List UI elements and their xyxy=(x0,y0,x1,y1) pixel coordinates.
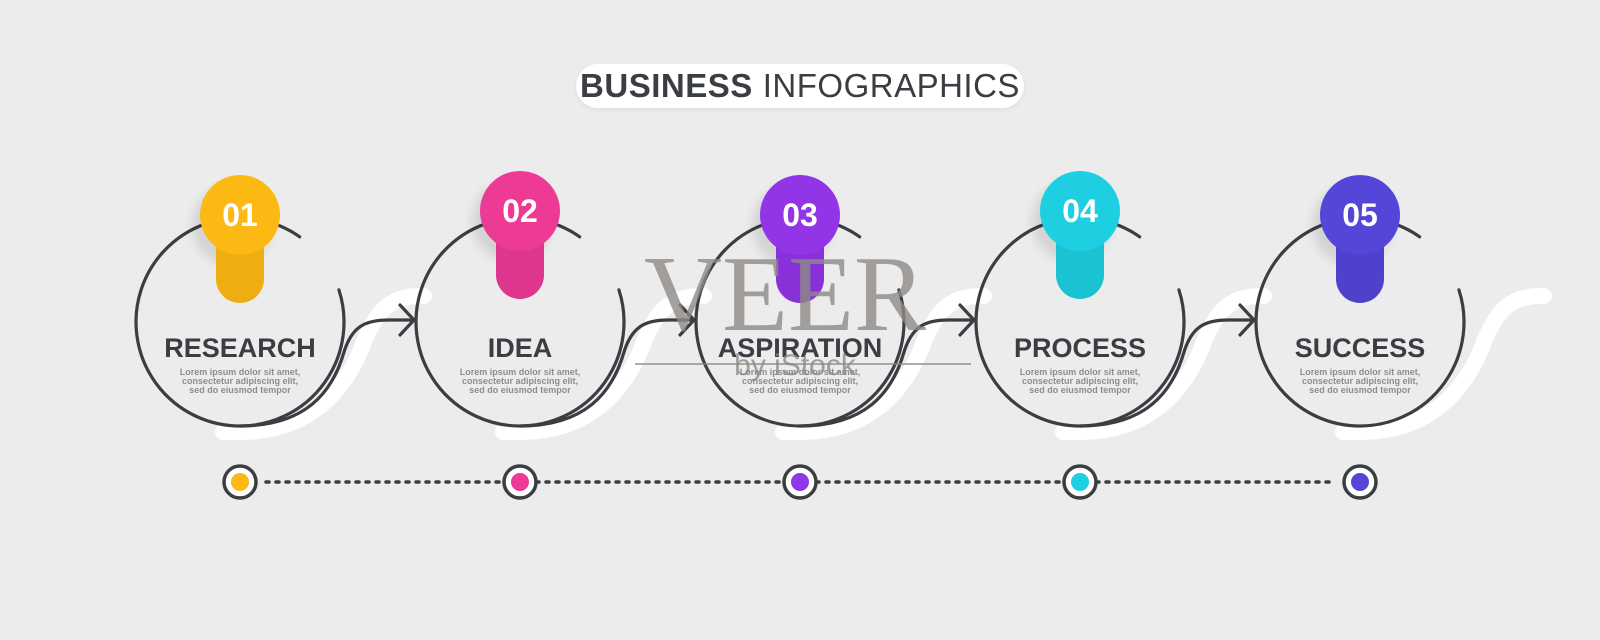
arrow-head-icon xyxy=(1238,303,1256,337)
arrow-head-icon xyxy=(678,303,696,337)
step-description-line: consectetur adipiscing elit, xyxy=(1022,376,1138,386)
step-description-line: consectetur adipiscing elit, xyxy=(182,376,298,386)
timeline xyxy=(222,464,1378,500)
step-description-line: sed do eiusmod tempor xyxy=(189,385,291,395)
title-bold: BUSINESS xyxy=(580,67,753,104)
step-title: RESEARCH xyxy=(164,333,316,363)
connector-arrow xyxy=(1078,318,1256,428)
step-number: 04 xyxy=(1062,193,1098,229)
watermark-rule xyxy=(635,363,971,365)
step-title: SUCCESS xyxy=(1295,333,1426,363)
step-description-line: Lorem ipsum dolor sit amet, xyxy=(180,367,301,377)
swirl-highlight xyxy=(1335,288,1552,440)
step-description-line: Lorem ipsum dolor sit amet, xyxy=(740,367,861,377)
swirl-highlight-layer xyxy=(215,288,1552,440)
step-description-line: sed do eiusmod tempor xyxy=(1029,385,1131,395)
step-number: 02 xyxy=(502,193,538,229)
watermark: VEER by iStock xyxy=(635,235,971,382)
badge-layer: 01 02 03 04 05 xyxy=(192,171,1400,303)
badge-disc xyxy=(1320,175,1400,255)
timeline-dot xyxy=(231,473,249,491)
badge-disc xyxy=(480,171,560,251)
step-description-line: Lorem ipsum dolor sit amet, xyxy=(1300,367,1421,377)
timeline-dot xyxy=(511,473,529,491)
arrow-head-icon xyxy=(958,303,976,337)
swirl-highlight xyxy=(215,288,432,440)
step-number: 01 xyxy=(222,197,258,233)
swirl-highlight xyxy=(495,288,712,440)
badge-disc xyxy=(200,175,280,255)
step-description-line: consectetur adipiscing elit, xyxy=(462,376,578,386)
step-description-line: Lorem ipsum dolor sit amet, xyxy=(460,367,581,377)
step-title: IDEA xyxy=(488,333,553,363)
step-description-line: consectetur adipiscing elit, xyxy=(1302,376,1418,386)
watermark-sub: by iStock xyxy=(734,349,857,382)
badge-disc xyxy=(1040,171,1120,251)
watermark-main: VEER xyxy=(644,235,926,354)
connector-arrow xyxy=(518,318,696,428)
step-description-line: sed do eiusmod tempor xyxy=(1309,385,1411,395)
step-description-line: consectetur adipiscing elit, xyxy=(742,376,858,386)
swirl-highlight xyxy=(775,288,992,440)
step-number: 03 xyxy=(782,197,818,233)
badge-disc xyxy=(760,175,840,255)
step-description-line: sed do eiusmod tempor xyxy=(749,385,851,395)
step-number: 05 xyxy=(1342,197,1378,233)
step-description-line: sed do eiusmod tempor xyxy=(469,385,571,395)
connector-arrow xyxy=(798,318,976,428)
timeline-dot xyxy=(1071,473,1089,491)
title-light: INFOGRAPHICS xyxy=(762,67,1020,104)
step-title: ASPIRATION xyxy=(718,333,883,363)
title-pill: BUSINESS INFOGRAPHICS xyxy=(576,64,1024,108)
swirl-highlight xyxy=(1055,288,1272,440)
connector-arrow xyxy=(238,318,416,428)
timeline-dot xyxy=(791,473,809,491)
step-description-line: Lorem ipsum dolor sit amet, xyxy=(1020,367,1141,377)
step-title: PROCESS xyxy=(1014,333,1146,363)
arrow-head-icon xyxy=(398,303,416,337)
timeline-dot xyxy=(1351,473,1369,491)
